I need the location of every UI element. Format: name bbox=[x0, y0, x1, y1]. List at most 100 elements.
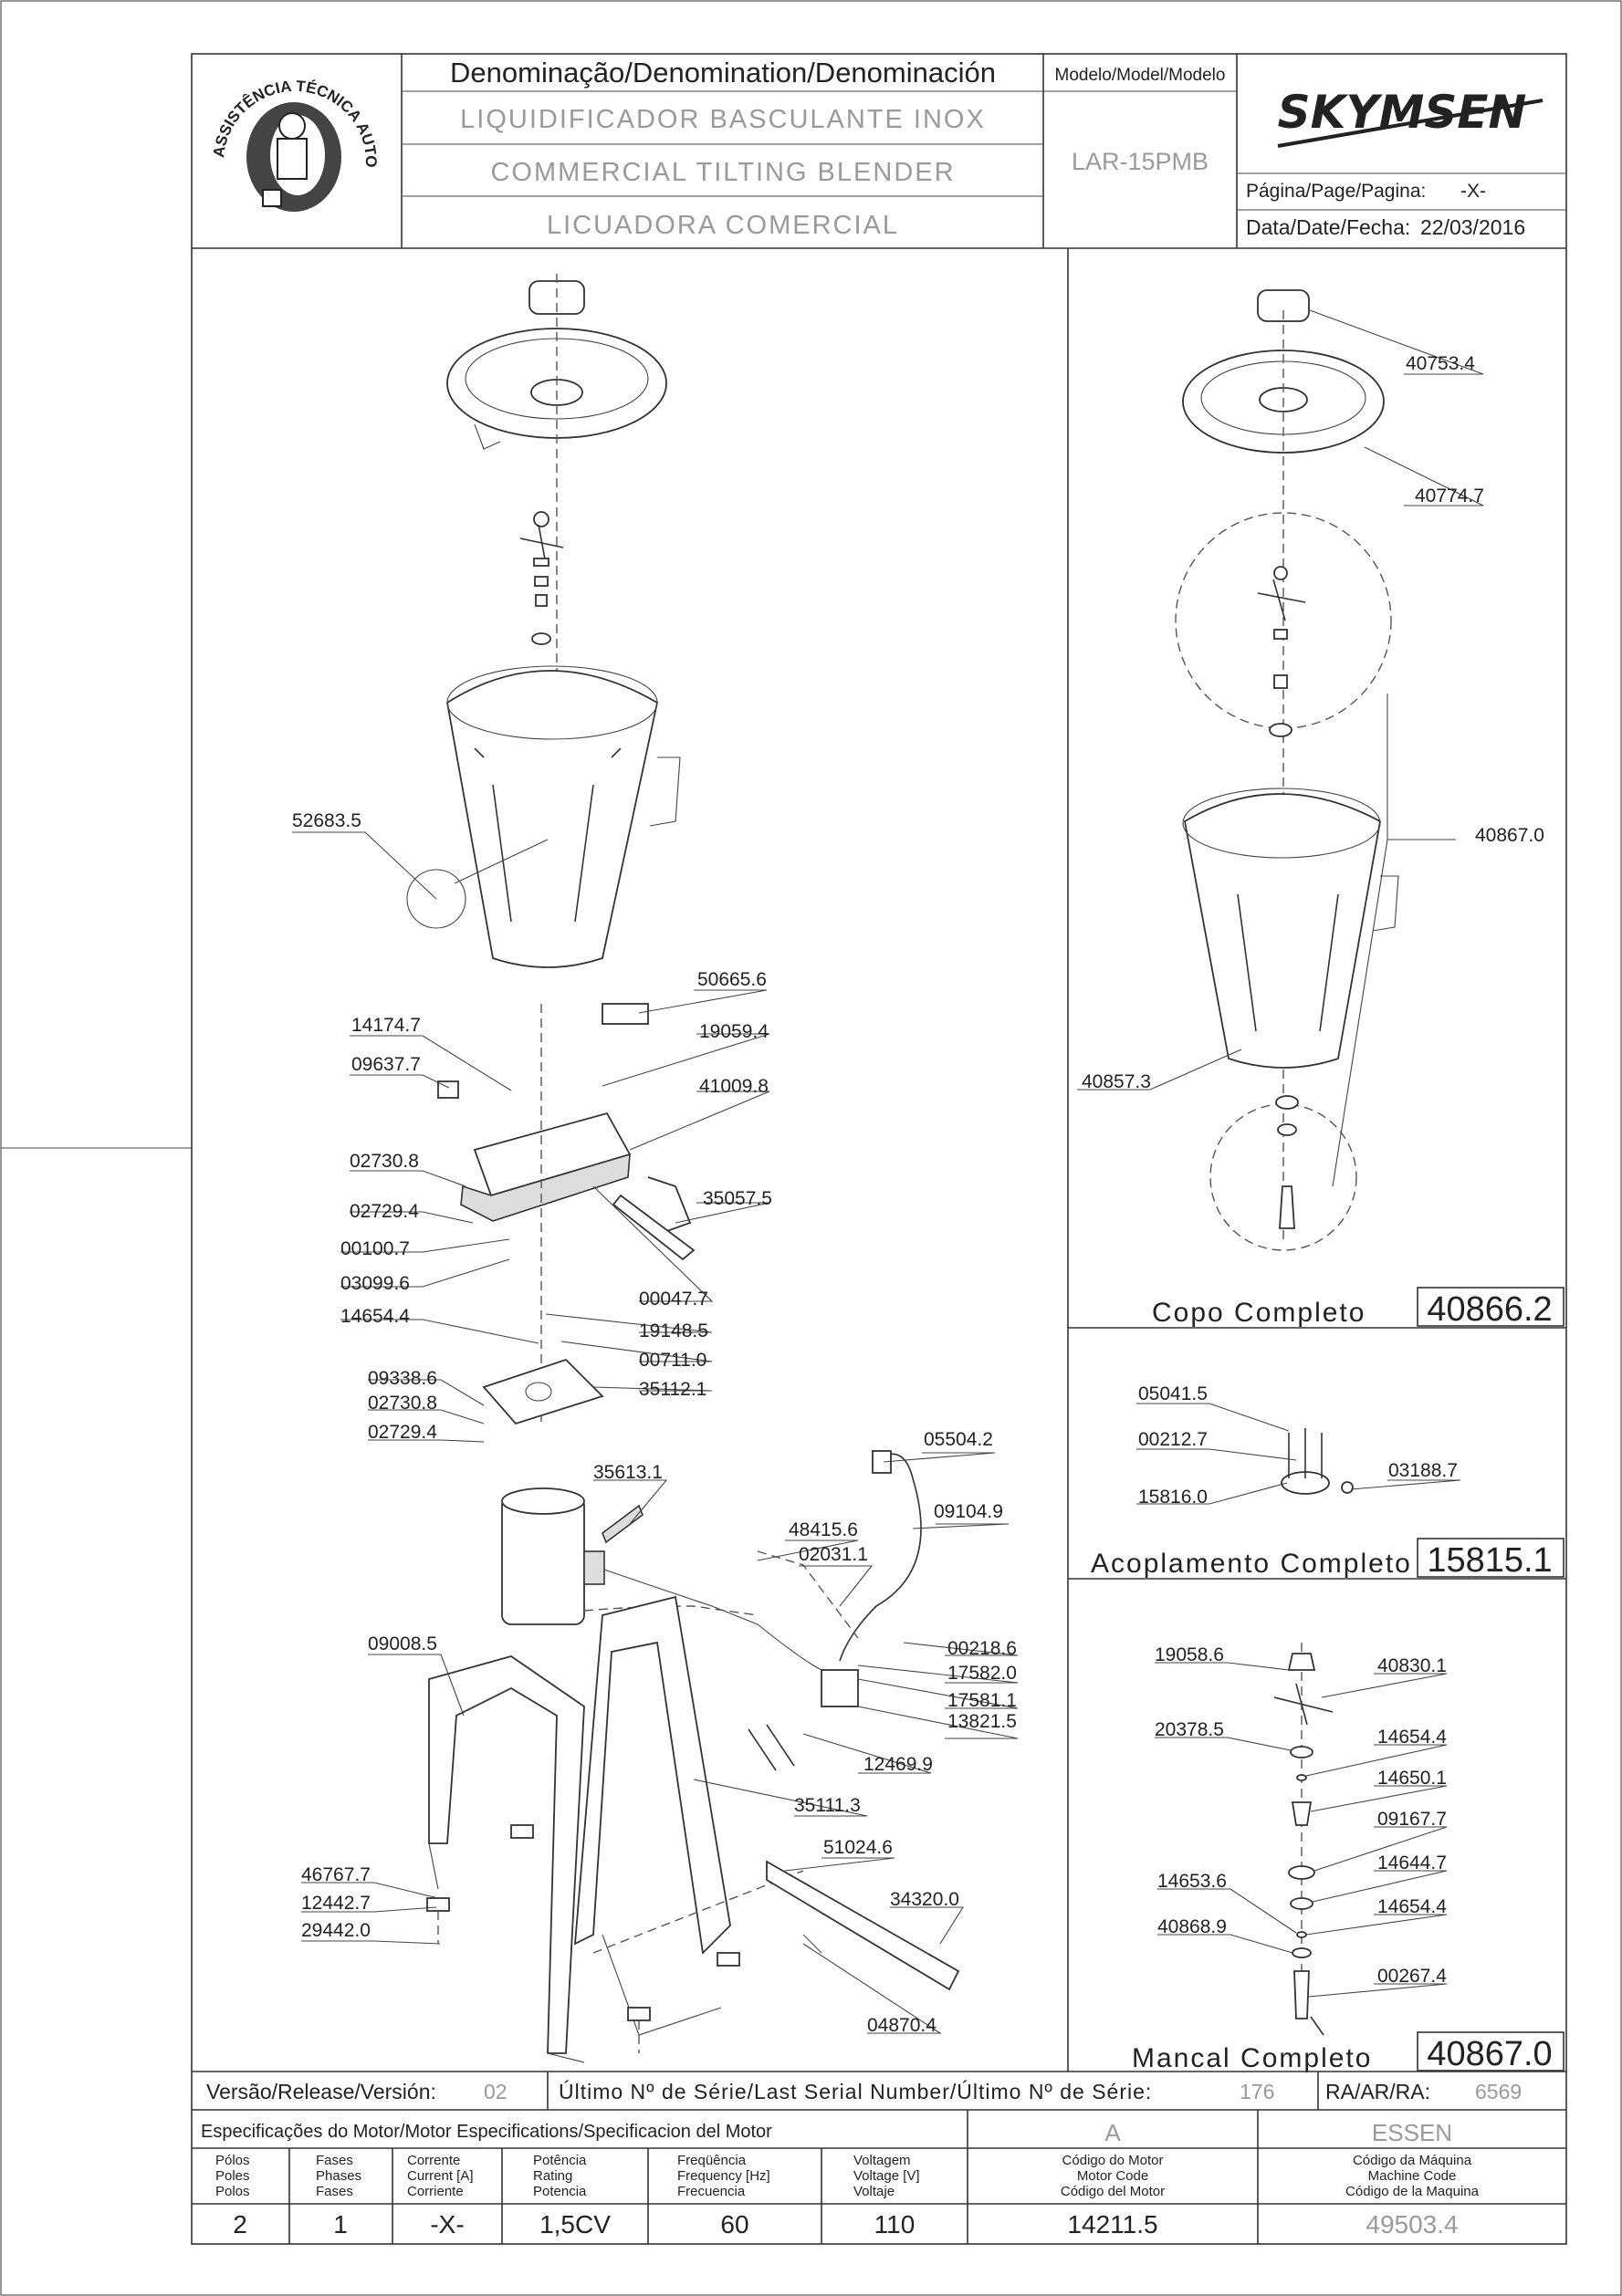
part-label: 51024.6 bbox=[823, 1837, 893, 1858]
part-label: 19148.5 bbox=[639, 1320, 708, 1341]
denomination-label: Denominação/Denomination/Denominación bbox=[450, 57, 996, 89]
part-label: 35112.1 bbox=[639, 1379, 706, 1400]
part-label: 50665.6 bbox=[697, 969, 767, 990]
serial-label: Último Nº de Série/Last Serial Number/Úl… bbox=[559, 2080, 1152, 2103]
release-row: Versão/Release/Versión: 02 Último Nº de … bbox=[192, 2071, 1566, 2111]
part-label: 00267.4 bbox=[1377, 1966, 1447, 1987]
col-header: Machine Code bbox=[1368, 2168, 1457, 2184]
col-header: Potência bbox=[533, 2153, 587, 2168]
machine-code-value: 49503.4 bbox=[1366, 2210, 1458, 2239]
copo-title: Copo Completo bbox=[1152, 1298, 1366, 1328]
model-value: LAR-15PMB bbox=[1072, 148, 1209, 175]
page-label: Página/Page/Pagina: bbox=[1246, 181, 1426, 202]
motor-voltage-value: 110 bbox=[874, 2210, 916, 2239]
col-header: Voltage [V] bbox=[853, 2168, 920, 2184]
col-header: Potencia bbox=[533, 2184, 587, 2199]
part-label: 14654.4 bbox=[1377, 1896, 1447, 1917]
col-header: Polos bbox=[215, 2184, 250, 2199]
part-label: 20378.5 bbox=[1155, 1719, 1224, 1740]
part-label: 19058.6 bbox=[1155, 1644, 1224, 1665]
serial-value: 176 bbox=[1240, 2080, 1274, 2103]
brand-swoosh bbox=[1277, 99, 1544, 148]
col-header: Frecuencia bbox=[677, 2184, 746, 2199]
part-label: 02730.8 bbox=[368, 1393, 437, 1414]
part-label: 12442.7 bbox=[301, 1893, 371, 1914]
copo-labels: 40753.4 40774.7 40867.0 40857.3 Copo Com… bbox=[1082, 353, 1564, 1329]
part-label: 00100.7 bbox=[340, 1238, 410, 1259]
part-label: 19059.4 bbox=[699, 1021, 769, 1042]
part-label: 00047.7 bbox=[639, 1289, 708, 1310]
part-label: 40867.0 bbox=[1475, 825, 1544, 846]
col-header: Current [A] bbox=[407, 2168, 474, 2184]
motor-spec-table: Especificações do Motor/Motor Especifica… bbox=[192, 2110, 1566, 2244]
drawing-frame bbox=[191, 53, 1567, 2245]
acoplamento-leader-lines bbox=[1136, 1403, 1461, 1505]
version-value: 02 bbox=[484, 2080, 508, 2103]
part-label: 14653.6 bbox=[1157, 1871, 1227, 1892]
part-label: 09008.5 bbox=[368, 1633, 437, 1654]
col-header: Fases bbox=[316, 2153, 353, 2168]
motor-rating-value: 1,5CV bbox=[539, 2210, 611, 2239]
motor-maker-value: ESSEN bbox=[1372, 2119, 1452, 2146]
acoplamento-code: 15815.1 bbox=[1427, 1541, 1552, 1580]
date-value: 22/03/2016 bbox=[1420, 215, 1525, 239]
part-label: 00218.6 bbox=[947, 1638, 1017, 1659]
part-label: 02031.1 bbox=[799, 1544, 868, 1565]
col-header: Código da Máquina bbox=[1353, 2153, 1472, 2168]
part-label: 14650.1 bbox=[1377, 1768, 1447, 1789]
part-label: 34320.0 bbox=[890, 1889, 959, 1910]
part-label: 40868.9 bbox=[1157, 1916, 1227, 1937]
part-label: 02729.4 bbox=[350, 1201, 419, 1222]
model-label: Modelo/Model/Modelo bbox=[1055, 66, 1226, 85]
part-label: 40753.4 bbox=[1406, 353, 1475, 374]
brand-logo: SKYMSEN bbox=[1278, 86, 1527, 139]
part-label: 05504.2 bbox=[924, 1429, 993, 1450]
ra-label: RA/AR/RA: bbox=[1325, 2080, 1430, 2103]
product-name-en: COMMERCIAL TILTING BLENDER bbox=[490, 158, 955, 187]
page-value: -X- bbox=[1460, 181, 1486, 202]
part-label: 03099.6 bbox=[340, 1273, 410, 1294]
version-label: Versão/Release/Versión: bbox=[206, 2080, 436, 2103]
col-header: Voltaje bbox=[853, 2184, 895, 2199]
part-label: 14174.7 bbox=[351, 1015, 421, 1036]
mancal-leader-lines bbox=[1155, 1662, 1448, 1998]
part-label: 35111.3 bbox=[794, 1795, 861, 1816]
main-exploded-view bbox=[406, 274, 960, 2063]
mancal-code: 40867.0 bbox=[1427, 2035, 1552, 2073]
part-label: 17582.0 bbox=[947, 1663, 1017, 1684]
col-header: Frequency [Hz] bbox=[677, 2168, 770, 2184]
motor-poles-value: 2 bbox=[233, 2210, 247, 2239]
col-header: Código do Motor bbox=[1062, 2153, 1164, 2168]
part-label: 40857.3 bbox=[1082, 1071, 1151, 1092]
part-label: 46767.7 bbox=[301, 1864, 371, 1885]
col-header: Código de la Maquina bbox=[1345, 2184, 1480, 2199]
part-label: 14644.7 bbox=[1377, 1852, 1447, 1873]
main-part-labels: 52683.5 50665.6 14174.7 19059.4 09637.7 … bbox=[292, 810, 1017, 2036]
copo-completo-view bbox=[1175, 289, 1399, 1251]
part-label: 48415.6 bbox=[789, 1519, 858, 1540]
col-header: Código del Motor bbox=[1061, 2184, 1165, 2199]
col-header: Voltagem bbox=[853, 2153, 911, 2168]
acoplamento-title: Acoplamento Completo bbox=[1091, 1549, 1412, 1579]
part-label: 14654.4 bbox=[340, 1306, 410, 1327]
motor-frequency-value: 60 bbox=[720, 2210, 748, 2239]
part-label: 00711.0 bbox=[639, 1350, 706, 1371]
part-label: 29442.0 bbox=[301, 1920, 371, 1941]
part-label: 15816.0 bbox=[1138, 1487, 1208, 1508]
col-header: Phases bbox=[316, 2168, 361, 2184]
main-leader-lines bbox=[292, 831, 1019, 2034]
part-label: 02729.4 bbox=[368, 1422, 437, 1443]
part-label: 04870.4 bbox=[867, 2015, 937, 2036]
part-label: 35613.1 bbox=[593, 1462, 663, 1483]
part-label: 03188.7 bbox=[1388, 1460, 1458, 1481]
col-header: Motor Code bbox=[1077, 2168, 1148, 2184]
part-label: 09167.7 bbox=[1377, 1809, 1447, 1830]
part-label: 02730.8 bbox=[350, 1151, 419, 1172]
title-block: Denominação/Denomination/Denominación LI… bbox=[0, 0, 1566, 249]
col-header: Fases bbox=[316, 2184, 353, 2199]
ra-value: 6569 bbox=[1475, 2080, 1522, 2103]
motor-rev-value: A bbox=[1104, 2119, 1121, 2146]
part-label: 12469.9 bbox=[863, 1754, 933, 1775]
